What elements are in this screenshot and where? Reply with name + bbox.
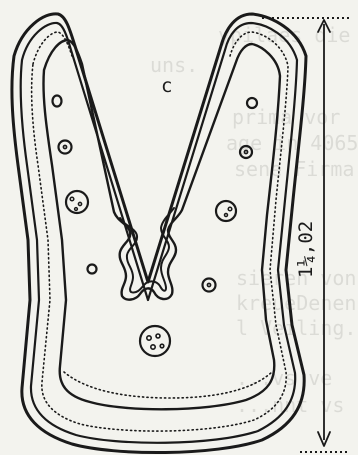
- letter-label: c: [161, 75, 172, 97]
- nucleus: [151, 345, 155, 349]
- nucleus: [225, 214, 228, 217]
- nucleus: [78, 202, 81, 205]
- nucleus: [75, 208, 78, 211]
- dimension-label: 1¼,02: [295, 221, 317, 278]
- small-cell: [203, 279, 216, 292]
- nucleus: [207, 283, 210, 286]
- nucleus: [147, 336, 151, 340]
- nucleus: [228, 207, 232, 211]
- showthrough-line: ...vs ve: [236, 366, 332, 390]
- showthrough-text: ypilaes die uns. prima vor age in 40654 …: [150, 23, 358, 417]
- nucleus: [70, 197, 74, 201]
- nucleus: [160, 344, 164, 348]
- showthrough-line: kreueDenen: [236, 291, 356, 315]
- small-cell: [59, 141, 72, 154]
- nucleus: [63, 145, 66, 148]
- nucleus: [156, 334, 160, 338]
- large-cell: [216, 201, 236, 221]
- showthrough-line: uns.: [150, 53, 198, 77]
- large-cell: [140, 326, 170, 356]
- small-cell: [88, 265, 97, 274]
- small-cell: [53, 96, 62, 107]
